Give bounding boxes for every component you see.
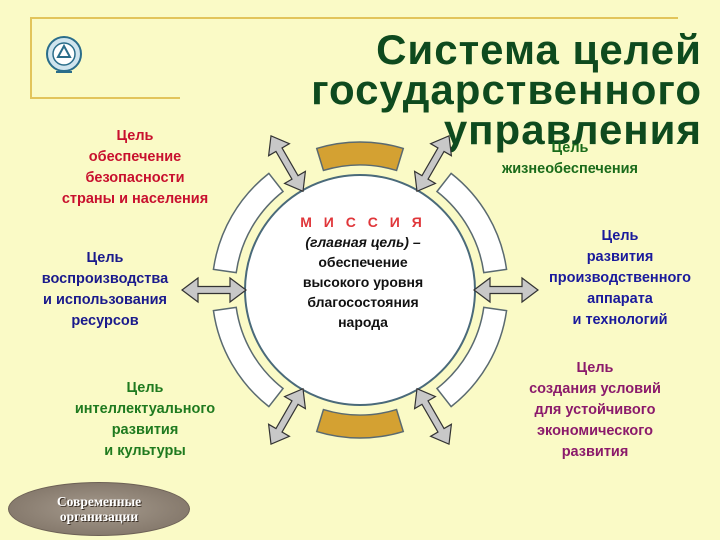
goal-intellectual-line-2: интеллектуального: [74, 401, 216, 417]
double-arrow-2: [473, 276, 539, 304]
goal-production-line-1: Цель: [601, 228, 639, 244]
double-arrow-5: [181, 276, 247, 304]
goal-economic-line-5: развития: [561, 444, 629, 460]
decor-line-top: [30, 17, 678, 19]
ring-segment-4: [315, 408, 405, 439]
goal-security-line-4: страны и населения: [61, 191, 209, 207]
mission-subtitle: (главная цель) –: [305, 234, 421, 250]
double-arrow-4: [267, 387, 307, 446]
mission-line-4: народа: [338, 314, 388, 330]
goal-resources-line-2: воспроизводства: [41, 271, 169, 287]
ring-segments: [212, 141, 508, 439]
page-title: Система целей государственного управлени…: [232, 26, 702, 153]
goal-economic: Цель создания условий для устойчивого эконо…: [498, 358, 692, 463]
goal-life-support-line-2: жизнеобеспечения: [501, 161, 639, 177]
goal-economic-line-4: экономического: [537, 423, 653, 439]
goal-resources-line-1: Цель: [86, 250, 124, 266]
mission-line-1: обеспечение: [318, 254, 408, 270]
ring-segment-2: [435, 172, 508, 274]
goal-production: Цель развития производственного аппарата и т…: [528, 226, 712, 331]
goal-intellectual-line-3: развития: [111, 422, 179, 438]
decor-line-mid: [30, 97, 180, 99]
goal-intellectual-line-1: Цель: [126, 380, 164, 396]
goal-resources-line-3: и использования: [43, 292, 167, 308]
decor-line-left: [30, 17, 32, 99]
mission-line-3: благосостояния: [307, 294, 419, 310]
ring-segment-5: [212, 306, 285, 408]
double-arrow-3: [413, 387, 453, 446]
goal-intellectual-line-4: и культуры: [104, 443, 186, 459]
recycle-globe-icon: [46, 36, 82, 73]
mission-text: М И С С И Я (главная цель) – обеспечение…: [268, 212, 458, 332]
title-line-2: государственного: [311, 66, 702, 113]
mission-heading: М И С С И Я: [300, 214, 426, 230]
goal-economic-line-2: создания условий: [529, 381, 661, 397]
goal-economic-line-3: для устойчивого: [534, 402, 656, 418]
goal-security: Цель обеспечение безопасности страны и насе…: [30, 126, 240, 210]
goal-production-line-3: производственного: [548, 270, 692, 286]
goal-resources-line-4: ресурсов: [71, 313, 139, 329]
ring-segment-1: [315, 141, 405, 172]
goal-resources: Цель воспроизводства и использования ресурс…: [10, 248, 200, 332]
goal-security-line-1: Цель: [116, 128, 154, 144]
goal-intellectual: Цель интеллектуального развития и культуры: [50, 378, 240, 462]
organizations-badge[interactable]: Современные организации: [8, 482, 190, 536]
double-arrow-6: [267, 134, 307, 193]
goal-life-support: Цель жизнеобеспечения: [470, 138, 670, 180]
goal-production-line-4: аппарата: [587, 291, 653, 307]
title-line-1: Система целей: [376, 26, 702, 73]
goal-security-line-2: обеспечение: [88, 149, 182, 165]
goal-life-support-line-1: Цель: [551, 140, 589, 156]
ring-segment-3: [435, 306, 508, 408]
goal-economic-line-1: Цель: [576, 360, 614, 376]
goal-production-line-5: и технологий: [572, 312, 668, 328]
goal-security-line-3: безопасности: [85, 170, 185, 186]
goal-production-line-2: развития: [586, 249, 654, 265]
badge-line-2: организации: [59, 509, 139, 524]
title-line-3: управления: [443, 106, 702, 153]
badge-line-1: Современные: [56, 494, 142, 509]
mission-line-2: высокого уровня: [302, 274, 424, 290]
double-arrow-1: [413, 134, 453, 193]
ring-segment-6: [212, 172, 285, 274]
connector-arrows: [181, 134, 539, 446]
